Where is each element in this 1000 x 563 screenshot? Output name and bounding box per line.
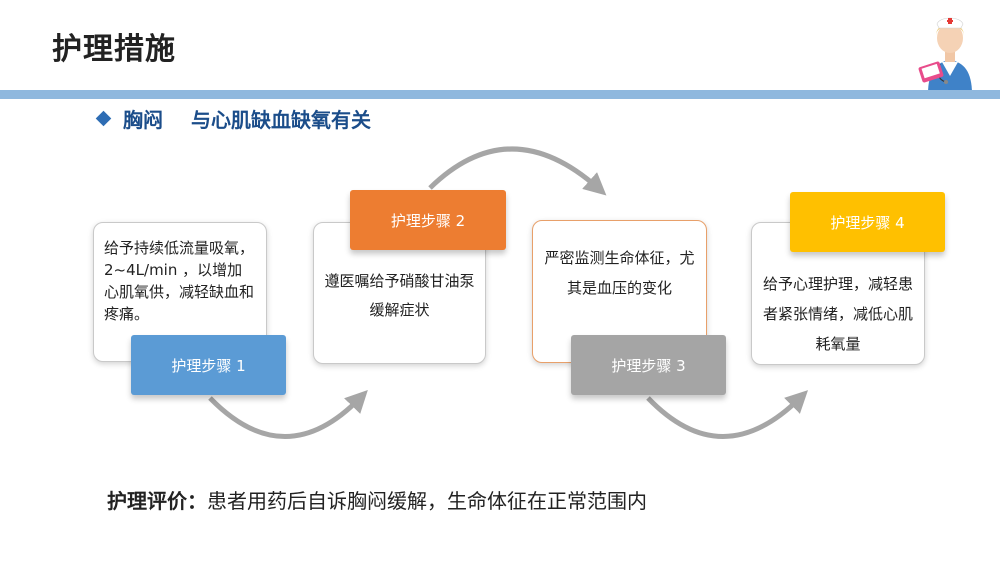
diagnosis-heading: 胸闷 与心肌缺血缺氧有关	[95, 104, 371, 133]
step-1-description: 给予持续低流量吸氧，2~4L/min ，以增加心肌氧供，减轻缺血和疼痛。	[104, 239, 255, 323]
step-3-label: 护理步骤 3	[611, 356, 686, 375]
step-2-description: 遵医嘱给予硝酸甘油泵缓解症状	[324, 272, 475, 319]
step-1-label-box: 护理步骤 1	[131, 335, 286, 395]
evaluation-text: 患者用药后自诉胸闷缓解，生命体征在正常范围内	[207, 489, 647, 513]
nursing-evaluation: 护理评价：患者用药后自诉胸闷缓解，生命体征在正常范围内	[107, 485, 647, 514]
step-3-label-box: 护理步骤 3	[571, 335, 726, 395]
evaluation-label: 护理评价：	[107, 489, 207, 513]
diagnosis-cause: 与心肌缺血缺氧有关	[191, 108, 371, 132]
diagnosis-symptom: 胸闷	[123, 108, 163, 132]
step-1-label: 护理步骤 1	[171, 356, 246, 375]
slide-title: 护理措施	[52, 32, 176, 67]
arrow-step3-to-step4	[646, 390, 809, 439]
step-4-label-box: 护理步骤 4	[790, 192, 945, 252]
step-3-description: 严密监测生命体征，尤其是血压的变化	[544, 249, 695, 297]
arrow-step1-to-step2	[208, 389, 368, 439]
step-4-label: 护理步骤 4	[830, 213, 905, 232]
step-4-description: 给予心理护理，减轻患者紧张情绪，减低心肌耗氧量	[762, 275, 913, 353]
arrow-step2-to-step3	[428, 146, 607, 196]
step-2-label: 护理步骤 2	[390, 211, 466, 230]
diamond-bullet-icon	[95, 110, 112, 127]
title-divider	[0, 90, 1000, 99]
step-2-label-box: 护理步骤 2	[350, 190, 506, 250]
nurse-illustration	[918, 17, 972, 94]
